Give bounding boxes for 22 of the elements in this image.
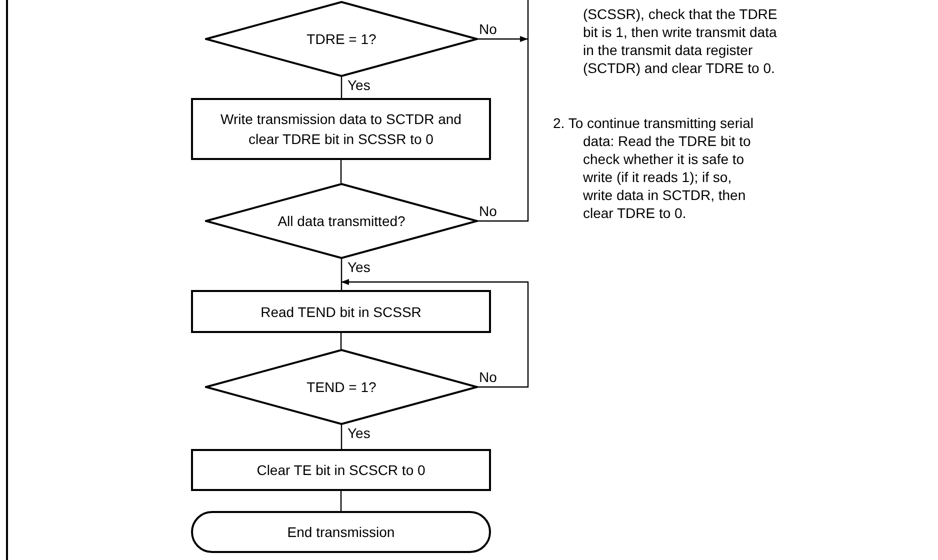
node-text: TEND = 1?	[306, 378, 378, 397]
connector-line	[340, 491, 342, 511]
connector-line	[340, 77, 342, 98]
note-text: (SCSSR), check that the TDRE bit is 1, then write transmit data in the transmit data register (SCTDR) and clear TDRE to 0.	[583, 5, 778, 77]
arrow	[478, 36, 528, 42]
arrow	[341, 279, 529, 388]
node-text: Write transmission data to SCTDR and clear TDRE bit in SCSSR to 0	[220, 110, 462, 149]
connector-line	[478, 0, 529, 222]
node-text: End transmission	[286, 523, 396, 542]
node-text: Read TEND bit in SCSSR	[260, 302, 422, 322]
connector-line	[340, 425, 342, 449]
connector-line	[340, 259, 342, 290]
node-text: TDRE = 1?	[306, 30, 378, 49]
terminal-shape	[191, 511, 491, 553]
node-text: All data transmitted?	[276, 212, 406, 231]
process-box	[191, 290, 491, 333]
process-box	[191, 98, 491, 160]
connector-line	[340, 333, 342, 349]
node-text: Clear TE bit in SCSCR to 0	[256, 461, 426, 480]
process-box	[191, 449, 491, 491]
connector-line	[340, 160, 342, 183]
note-text: 2. To continue transmitting serial data: Read the TDRE bit to check whether it is safe to write (if it reads 1); if so, write data in SCTDR, then clear TDRE to 0.	[553, 114, 755, 222]
